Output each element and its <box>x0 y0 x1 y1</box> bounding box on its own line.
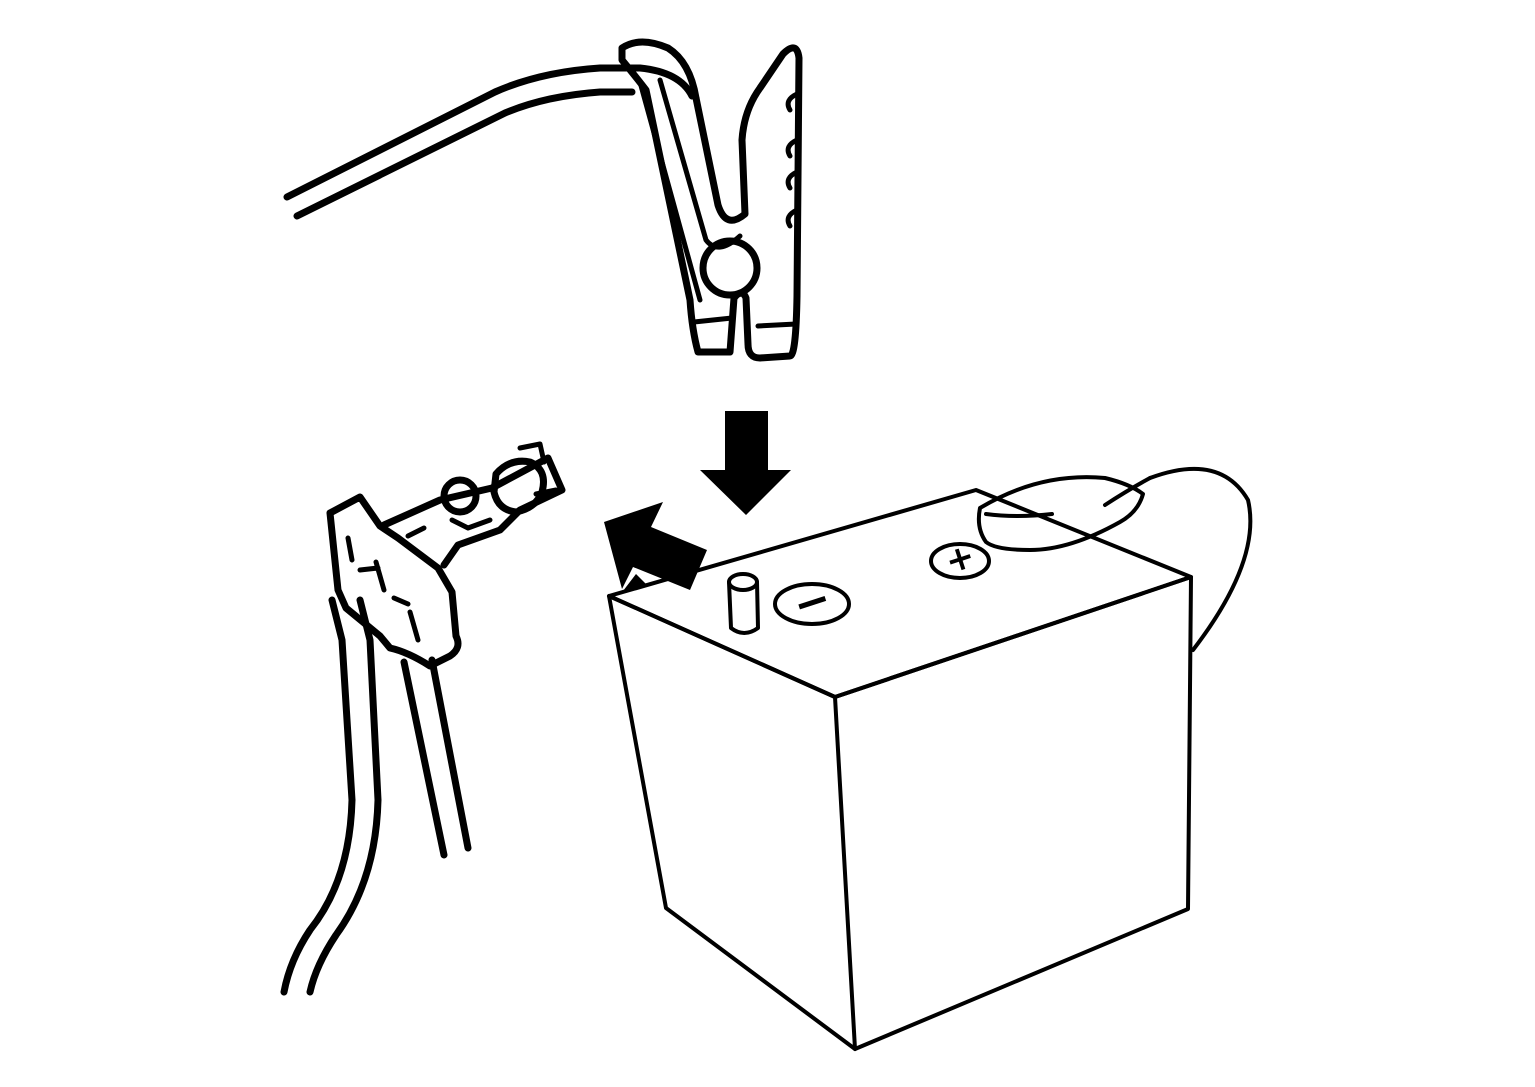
left-arrow-shape <box>604 502 707 590</box>
connector-bracket-inner <box>345 535 421 643</box>
clamp-teeth <box>785 91 800 229</box>
connector-bracket <box>326 493 462 670</box>
connector-cable-right-inner <box>428 656 472 852</box>
down-arrow-shape <box>700 411 791 515</box>
battery: − + <box>607 466 1253 1051</box>
positive-cable <box>1148 466 1253 652</box>
down-arrow <box>700 411 791 515</box>
clamp-handle <box>618 38 803 362</box>
connector-cable-right-outer <box>400 658 448 859</box>
negative-post-body <box>727 580 760 635</box>
negative-post-top <box>727 572 759 592</box>
connector-cable-left-outer <box>280 596 356 996</box>
connector-clamp-end-detail <box>517 441 559 497</box>
jumper-clamp <box>283 38 803 362</box>
connector-arm <box>380 454 566 569</box>
positive-symbol-ring <box>929 542 991 580</box>
negative-connector <box>280 441 566 996</box>
battery-top-face <box>607 488 1193 699</box>
clamp-cable-inner <box>293 88 636 220</box>
positive-clamp-boot <box>976 475 1145 552</box>
clamp-pivot <box>699 237 761 299</box>
battery-right-face <box>833 575 1193 1051</box>
connector-arm-detail <box>405 517 493 539</box>
positive-cable-inner <box>1103 476 1152 507</box>
battery-left-face <box>607 594 857 1051</box>
clamp-inner-edge <box>637 77 743 303</box>
positive-terminal: + <box>929 475 1145 582</box>
connector-nut <box>440 476 480 516</box>
negative-terminal: − <box>727 572 851 635</box>
positive-clamp-boot-line <box>984 512 1054 518</box>
negative-symbol-ring <box>773 582 851 626</box>
left-arrow <box>604 502 707 591</box>
clamp-tip-lines <box>691 315 799 329</box>
connector-cable-left-inner <box>306 596 382 996</box>
clamp-cable-outer <box>283 64 696 201</box>
